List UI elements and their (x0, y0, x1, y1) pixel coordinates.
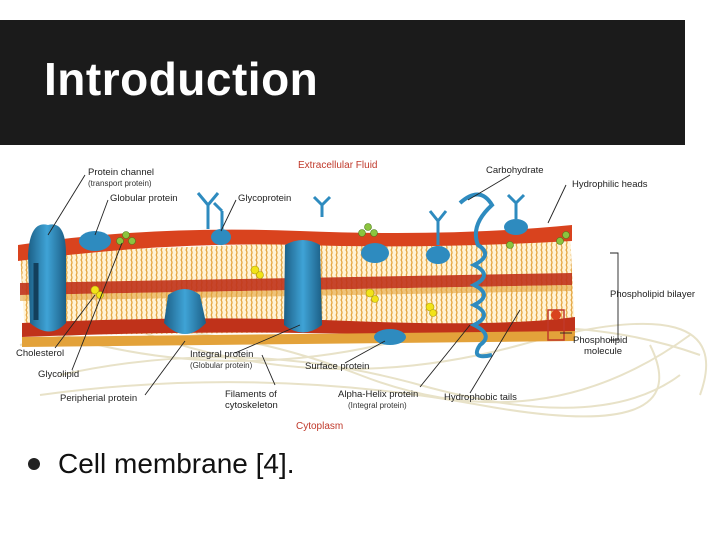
carbohydrate-label: Carbohydrate (486, 165, 544, 176)
membrane-svg: Extracellular Fluid Cytoplasm Protein ch… (16, 160, 708, 432)
surface-protein-top (361, 243, 389, 263)
bullet-dot-icon (28, 458, 40, 470)
filaments-label-2: cytoskeleton (225, 400, 278, 411)
cell-membrane-diagram: Extracellular Fluid Cytoplasm Protein ch… (0, 145, 720, 440)
peripherial-protein-label: Peripherial protein (60, 393, 137, 404)
protein-channel-label: Protein channel (88, 167, 154, 178)
glycoprotein-label: Glycoprotein (238, 193, 291, 204)
integral-protein (164, 289, 206, 334)
extracellular-fluid-label: Extracellular Fluid (298, 160, 377, 171)
glycolipid-label: Glycolipid (38, 369, 79, 380)
cytoplasm-label: Cytoplasm (296, 421, 343, 432)
alpha-helix-label: Alpha-Helix protein (338, 389, 418, 400)
bullet-text: Cell membrane [4]. (58, 448, 295, 479)
hydrophilic-heads-label: Hydrophilic heads (572, 179, 648, 190)
title-bar (0, 20, 685, 145)
large-integral-protein (284, 240, 322, 333)
leader-lines (47, 174, 619, 396)
phospholipid-bilayer-label: Phospholipid bilayer (610, 289, 695, 300)
alpha-helix-protein (458, 192, 495, 359)
integral-protein-sub-label: (Globular protein) (190, 361, 253, 370)
phospholipid-molecule-label-2: molecule (584, 346, 622, 357)
slide-title: Introduction (44, 53, 319, 105)
alpha-helix-sub-label: (Integral protein) (348, 401, 407, 410)
cholesterol-label: Cholesterol (16, 348, 64, 359)
surface-protein (374, 329, 406, 345)
glycolipid-group (116, 223, 570, 249)
glycoprotein-body (211, 229, 231, 245)
filaments-label-1: Filaments of (225, 389, 277, 400)
globular-protein-label: Globular protein (110, 193, 178, 204)
phospholipid-molecule-label-1: Phospholipid (573, 335, 627, 346)
surface-protein-label: Surface protein (305, 361, 369, 372)
carbohydrate-chains (196, 192, 526, 245)
globular-protein (79, 231, 111, 251)
proteins (28, 192, 528, 359)
integral-protein-label: Integral protein (190, 349, 253, 360)
protein-channel-sub-label: (transport protein) (88, 179, 152, 188)
bullet-item: Cell membrane [4]. (28, 448, 295, 480)
hydrophobic-tails-label: Hydrophobic tails (444, 392, 517, 403)
